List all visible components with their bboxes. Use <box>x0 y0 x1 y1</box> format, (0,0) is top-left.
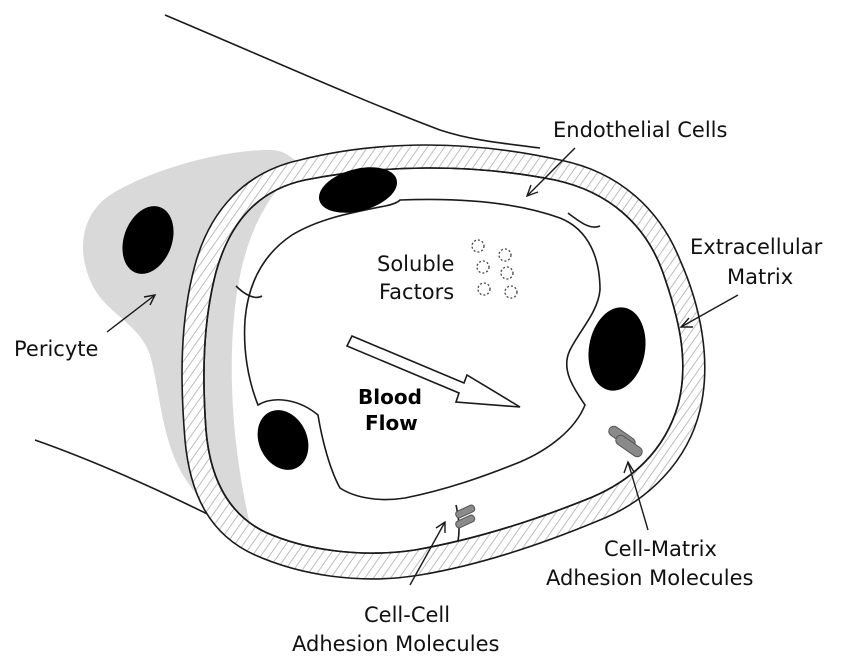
label-pericyte: Pericyte <box>14 337 98 361</box>
label-endothelial-cells: Endothelial Cells <box>553 118 727 142</box>
label-cell-cell-line1: Cell-Cell <box>364 603 450 627</box>
cell-matrix-adhesion-molecule <box>607 424 644 458</box>
endothelial-nucleus-left <box>248 402 318 478</box>
label-cell-matrix-line1: Cell-Matrix <box>604 537 717 561</box>
label-cell-cell-line2: Adhesion Molecules <box>292 632 499 656</box>
vessel-wall-upper <box>165 15 540 148</box>
cell-junction-2 <box>236 286 262 297</box>
label-extracellular-matrix-line2: Matrix <box>727 265 793 289</box>
label-extracellular-matrix-line1: Extracellular <box>690 235 823 259</box>
label-soluble-factors-line1: Soluble <box>377 252 454 276</box>
label-blood-flow-line1: Blood <box>358 385 422 409</box>
label-blood-flow-line2: Flow <box>365 411 418 435</box>
soluble-factors-vesicles <box>472 240 517 298</box>
endothelial-nucleus-right <box>582 303 652 395</box>
cell-cell-adhesion-molecule <box>455 504 476 529</box>
label-soluble-factors-line2: Factors <box>379 280 454 304</box>
label-cell-matrix-line2: Adhesion Molecules <box>546 566 753 590</box>
